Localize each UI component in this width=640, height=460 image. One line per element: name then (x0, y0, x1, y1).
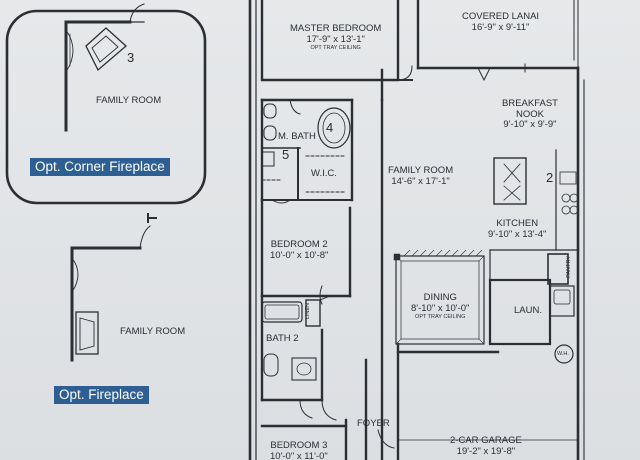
master-bedroom-label: MASTER BEDROOM 17'-9" x 13'-1" OPT TRAY … (290, 23, 382, 52)
bedroom3-label: BEDROOM 3 10'-0" x 11'-0" (270, 440, 328, 460)
corner-fireplace-icon (85, 27, 127, 72)
linen-label: LINEN (305, 303, 311, 320)
garage-label: 2-CAR GARAGE 19'-2" x 19'-8" (450, 435, 522, 457)
master-bath-toilet-marker: 5 (282, 147, 290, 162)
breakfast-nook-label: BREAKFAST NOOK 9'-10" x 9'-9" (502, 98, 558, 131)
corner-option-room-label: FAMILY ROOM (96, 95, 162, 106)
corner-fireplace-frame (5, 9, 207, 205)
bath2-label: BATH 2 (266, 333, 299, 344)
master-bath-tub-marker: 4 (326, 120, 334, 135)
wic-label: W.I.C. (311, 168, 337, 179)
foyer-label: FOYER (357, 418, 390, 429)
fireplace-tag: Opt. Fireplace (54, 386, 149, 404)
fireplace-icon (75, 311, 99, 355)
kitchen-marker: 2 (546, 170, 554, 185)
bedroom2-label: BEDROOM 2 10'-0" x 10'-8" (270, 239, 329, 261)
pantry-label: PANTRY (566, 256, 572, 278)
family-room-label: FAMILY ROOM 14'-6" x 17'-1" (388, 165, 454, 187)
corner-fireplace-marker: 3 (127, 50, 135, 65)
master-bath-label: M. BATH (278, 131, 316, 142)
laundry-label: LAUN. (514, 305, 542, 316)
covered-lanai-label: COVERED LANAI 16'-9" x 9'-11" (462, 11, 540, 33)
water-heater-label: W.H. (557, 351, 569, 357)
kitchen-label: KITCHEN 9'-10" x 13'-4" (488, 218, 547, 240)
dining-label: DINING 8'-10" x 10'-0" OPT TRAY CEILING (411, 292, 470, 321)
fireplace-option-room-label: FAMILY ROOM (120, 326, 186, 337)
corner-fireplace-tag: Opt. Corner Fireplace (30, 158, 170, 176)
